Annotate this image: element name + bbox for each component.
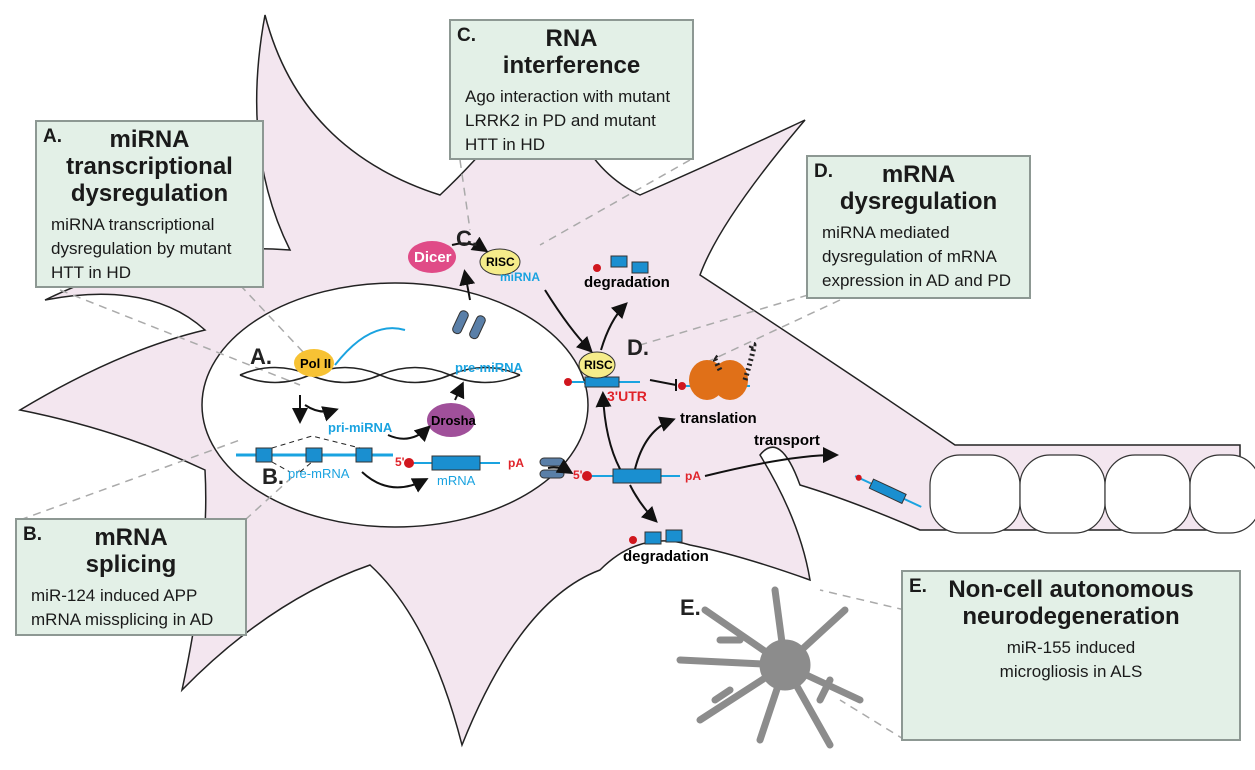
pol-ii-protein xyxy=(294,349,334,377)
pre-mrna-strand xyxy=(236,435,393,473)
degradation-fragments xyxy=(593,255,683,545)
utr-label: 3'UTR xyxy=(607,388,647,404)
myelin-sheath xyxy=(929,454,1255,534)
connector-lines xyxy=(19,159,906,741)
box-letter: A. xyxy=(43,126,62,147)
dicer-label: Dicer xyxy=(414,249,452,266)
degradation-label: degradation xyxy=(623,548,709,565)
marker-e: E. xyxy=(680,595,701,620)
nascent-rna xyxy=(334,327,406,366)
marker-d: D. xyxy=(627,335,649,360)
box-e-non-cell-autonomous: E. Non-cell autonomous neurodegeneration… xyxy=(901,570,1241,741)
marker-c: C. xyxy=(456,226,478,251)
drosha-label: Drosha xyxy=(431,413,476,428)
box-letter: D. xyxy=(814,161,833,182)
box-title: miRNA transcriptional dysregulation xyxy=(66,126,233,207)
ribosome xyxy=(712,360,748,400)
marker-b: B. xyxy=(262,464,284,489)
box-title: Non-cell autonomous neurodegeneration xyxy=(948,576,1194,630)
translation-label: translation xyxy=(680,410,757,427)
risc-label: RISC xyxy=(584,358,613,372)
box-letter: B. xyxy=(23,524,42,545)
translating-mrna xyxy=(678,341,757,400)
risc-protein xyxy=(578,351,616,379)
box-text: miRNA mediated dysregulation of mRNA exp… xyxy=(822,223,1011,290)
nuclear-mrna xyxy=(404,455,500,471)
risc-protein xyxy=(479,248,521,276)
transport-label: transport xyxy=(754,432,820,449)
inhibition-arrow xyxy=(649,379,677,391)
box-text: miRNA transcriptional dysregulation by m… xyxy=(51,215,232,282)
box-d-mrna-dysregulation: D. mRNA dysregulation miRNA mediated dys… xyxy=(806,155,1031,299)
degradation-label: degradation xyxy=(584,274,670,291)
box-letter: C. xyxy=(457,25,476,46)
five-prime-label: 5' xyxy=(573,468,583,482)
box-letter: E. xyxy=(909,576,927,597)
box-title: RNA interference xyxy=(502,25,641,79)
mrna-label: mRNA xyxy=(437,473,476,488)
dna-helix xyxy=(239,366,521,384)
box-text: Ago interaction with mutant LRRK2 in PD … xyxy=(465,87,671,154)
pathway-arrows xyxy=(292,236,839,523)
pri-mirna-label: pri-miRNA xyxy=(328,420,393,435)
marker-a: A. xyxy=(250,344,272,369)
box-text: miR-124 induced APP mRNA missplicing in … xyxy=(31,586,214,629)
cytoplasmic-mrna xyxy=(582,468,680,484)
risc-label: RISC xyxy=(486,255,515,269)
drosha-protein xyxy=(427,403,475,437)
pol-ii-label: Pol II xyxy=(300,356,332,371)
dicer-protein xyxy=(408,241,456,273)
microglia-cell xyxy=(676,586,864,749)
box-b-splicing: B. mRNA splicing miR-124 induced APP mRN… xyxy=(15,518,247,636)
pre-mrna-label: pre-mRNA xyxy=(288,466,350,481)
five-prime-label: 5' xyxy=(395,455,405,469)
box-c-rnai: C. RNA interference Ago interaction with… xyxy=(449,19,694,160)
box-text: miR-155 induced microgliosis in ALS xyxy=(999,638,1143,681)
transported-mrna xyxy=(854,474,922,508)
poly-a-label: pA xyxy=(685,469,701,483)
nucleus xyxy=(201,282,589,528)
box-title: mRNA splicing xyxy=(85,524,177,578)
mirna-label: miRNA xyxy=(500,270,541,284)
pre-mirna-label: pre-miRNA xyxy=(455,360,523,375)
poly-a-label: pA xyxy=(508,456,524,470)
box-title: mRNA dysregulation xyxy=(839,161,998,215)
box-a-transcriptional: A. miRNA transcriptional dysregulation m… xyxy=(35,120,264,288)
